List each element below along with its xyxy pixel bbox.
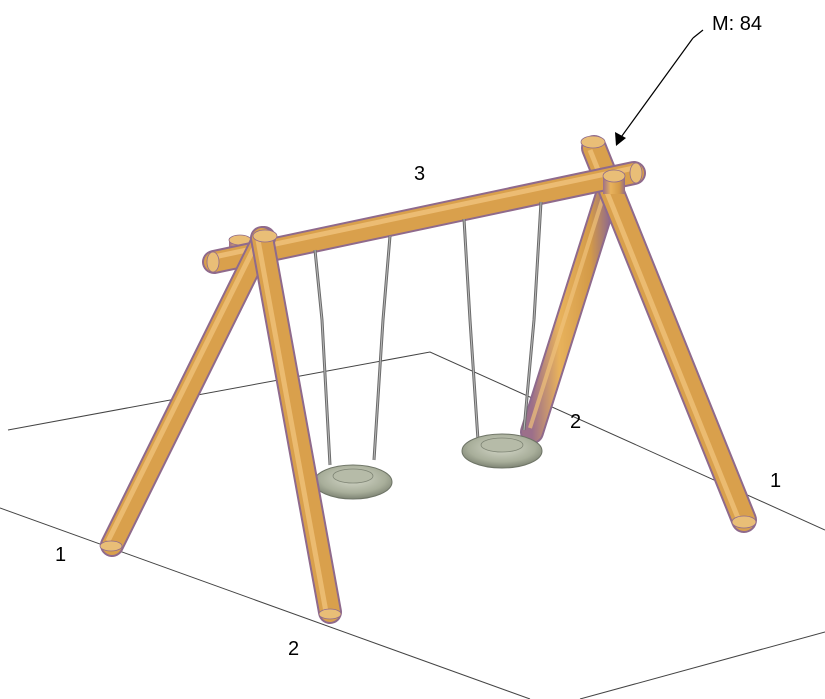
callout-leader xyxy=(615,29,704,146)
top-beam xyxy=(202,161,646,274)
back-leg-inner-label: 2 xyxy=(570,411,581,433)
right-swing-ropes xyxy=(462,201,543,441)
back-leg-outer-label: 1 xyxy=(770,470,781,492)
front-leg-rear-label: 2 xyxy=(288,638,299,660)
top-beam-label: 3 xyxy=(414,163,425,185)
front-leg-label: 1 xyxy=(55,544,66,566)
back-right-inner-leg xyxy=(520,173,622,444)
left-tyre-seat xyxy=(313,464,393,500)
callout-label: M: 84 xyxy=(712,13,762,35)
right-tyre-seat xyxy=(461,433,543,469)
left-swing-ropes xyxy=(313,235,392,466)
back-right-outer-leg xyxy=(580,135,757,533)
front-left-leg xyxy=(99,226,276,557)
right-post-cap xyxy=(602,169,626,194)
ground-plane xyxy=(0,351,825,699)
front-left-rear-leg xyxy=(250,226,342,624)
